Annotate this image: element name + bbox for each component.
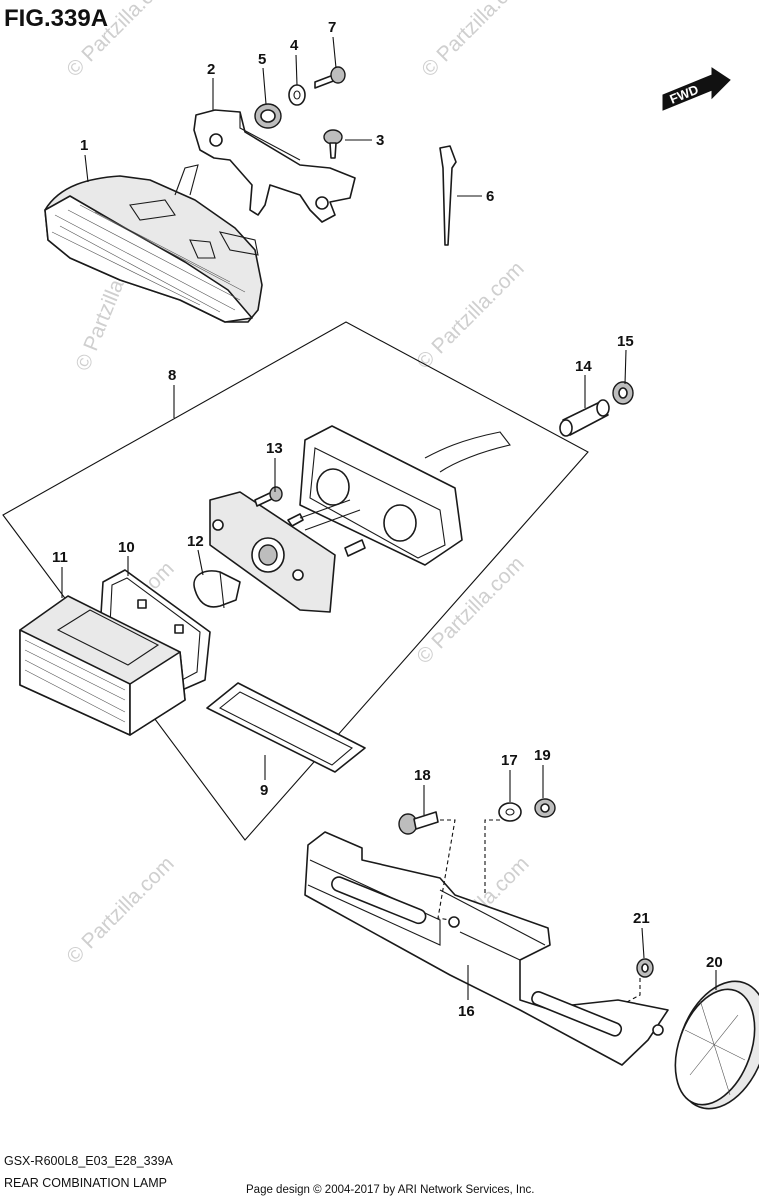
watermarks: © Partzilla.com © Partzilla.com © Partzi… — [62, 0, 533, 969]
callout-3: 3 — [376, 132, 384, 149]
callout-4: 4 — [290, 37, 299, 54]
callout-18: 18 — [414, 767, 431, 784]
callout-14: 14 — [575, 358, 592, 375]
part-3-screw[interactable] — [323, 129, 343, 159]
callout-2: 2 — [207, 61, 215, 78]
callout-19: 19 — [534, 747, 551, 764]
callout-11: 11 — [52, 549, 68, 566]
part-16-license-bracket[interactable] — [304, 831, 669, 1066]
callout-6: 6 — [486, 188, 494, 205]
part-13-screw[interactable] — [254, 486, 283, 507]
callout-9: 9 — [260, 782, 268, 799]
part-9-cover[interactable] — [206, 682, 366, 773]
socket-plate[interactable] — [209, 491, 366, 613]
part-18-bolt[interactable] — [398, 811, 439, 835]
part-4-washer[interactable] — [288, 84, 306, 106]
part-19-nut[interactable] — [534, 798, 556, 818]
callout-8: 8 — [168, 367, 176, 384]
watermark: © Partzilla.com — [417, 0, 533, 82]
watermark: © Partzilla.com — [62, 852, 178, 968]
callout-5: 5 — [258, 51, 266, 68]
callout-17: 17 — [501, 752, 518, 769]
callout-15: 15 — [617, 333, 634, 350]
part-17-washer[interactable] — [498, 802, 522, 822]
part-7-bolt[interactable] — [314, 66, 346, 89]
watermark: © Partzilla.com — [412, 257, 528, 373]
fwd-label: FWD — [668, 82, 701, 107]
figure-name: REAR COMBINATION LAMP — [4, 1176, 167, 1190]
figure-title: FIG.339A — [4, 5, 108, 32]
part-12-bulb[interactable] — [193, 570, 241, 609]
part-2-bracket[interactable] — [193, 109, 356, 223]
license-lamp-housing[interactable] — [299, 425, 511, 566]
callout-13: 13 — [266, 440, 283, 457]
callout-21: 21 — [633, 910, 650, 927]
callout-10: 10 — [118, 539, 135, 556]
fwd-badge: FWD — [662, 67, 731, 111]
part-20-reflector[interactable] — [660, 969, 759, 1122]
leader-lines — [61, 36, 717, 1004]
part-14-spacer[interactable] — [559, 399, 610, 437]
page-design-credit: Page design © 2004-2017 by ARI Network S… — [246, 1184, 534, 1196]
part-15-nut[interactable] — [612, 381, 634, 405]
part-21-nut[interactable] — [636, 958, 654, 978]
callout-16: 16 — [458, 1003, 475, 1020]
part-5-grommet[interactable] — [254, 103, 282, 129]
part-6-cable-tie[interactable] — [439, 145, 457, 246]
watermark: © Partzilla.com — [412, 552, 528, 668]
figure-code: GSX-R600L8_E03_E28_339A — [4, 1154, 174, 1168]
callout-numbers: 1 2 3 4 5 6 7 8 9 10 11 12 13 14 15 16 1… — [52, 19, 723, 1020]
callout-7: 7 — [328, 19, 336, 36]
part-11-lens[interactable] — [19, 595, 186, 736]
assembly-8-frame — [2, 321, 589, 841]
callout-20: 20 — [706, 954, 723, 971]
part-1-tail-lamp[interactable] — [44, 164, 263, 323]
callout-1: 1 — [80, 137, 88, 154]
callout-12: 12 — [187, 533, 204, 550]
